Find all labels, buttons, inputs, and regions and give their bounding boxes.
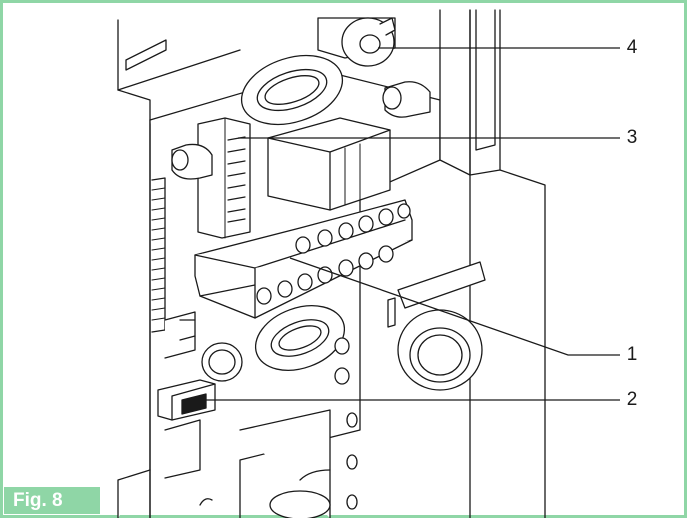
callout-number-4: 4: [626, 37, 638, 58]
callout-number-3: 3: [626, 127, 638, 148]
leader-line-1: [289, 257, 620, 356]
figure-label: Fig. 8: [13, 490, 63, 511]
callout-leaders: [200, 47, 620, 401]
figure-label-background: [4, 487, 100, 514]
callout-number-2: 2: [626, 389, 638, 410]
device-illustration: [117, 9, 546, 518]
callout-number-1: 1: [626, 344, 638, 365]
